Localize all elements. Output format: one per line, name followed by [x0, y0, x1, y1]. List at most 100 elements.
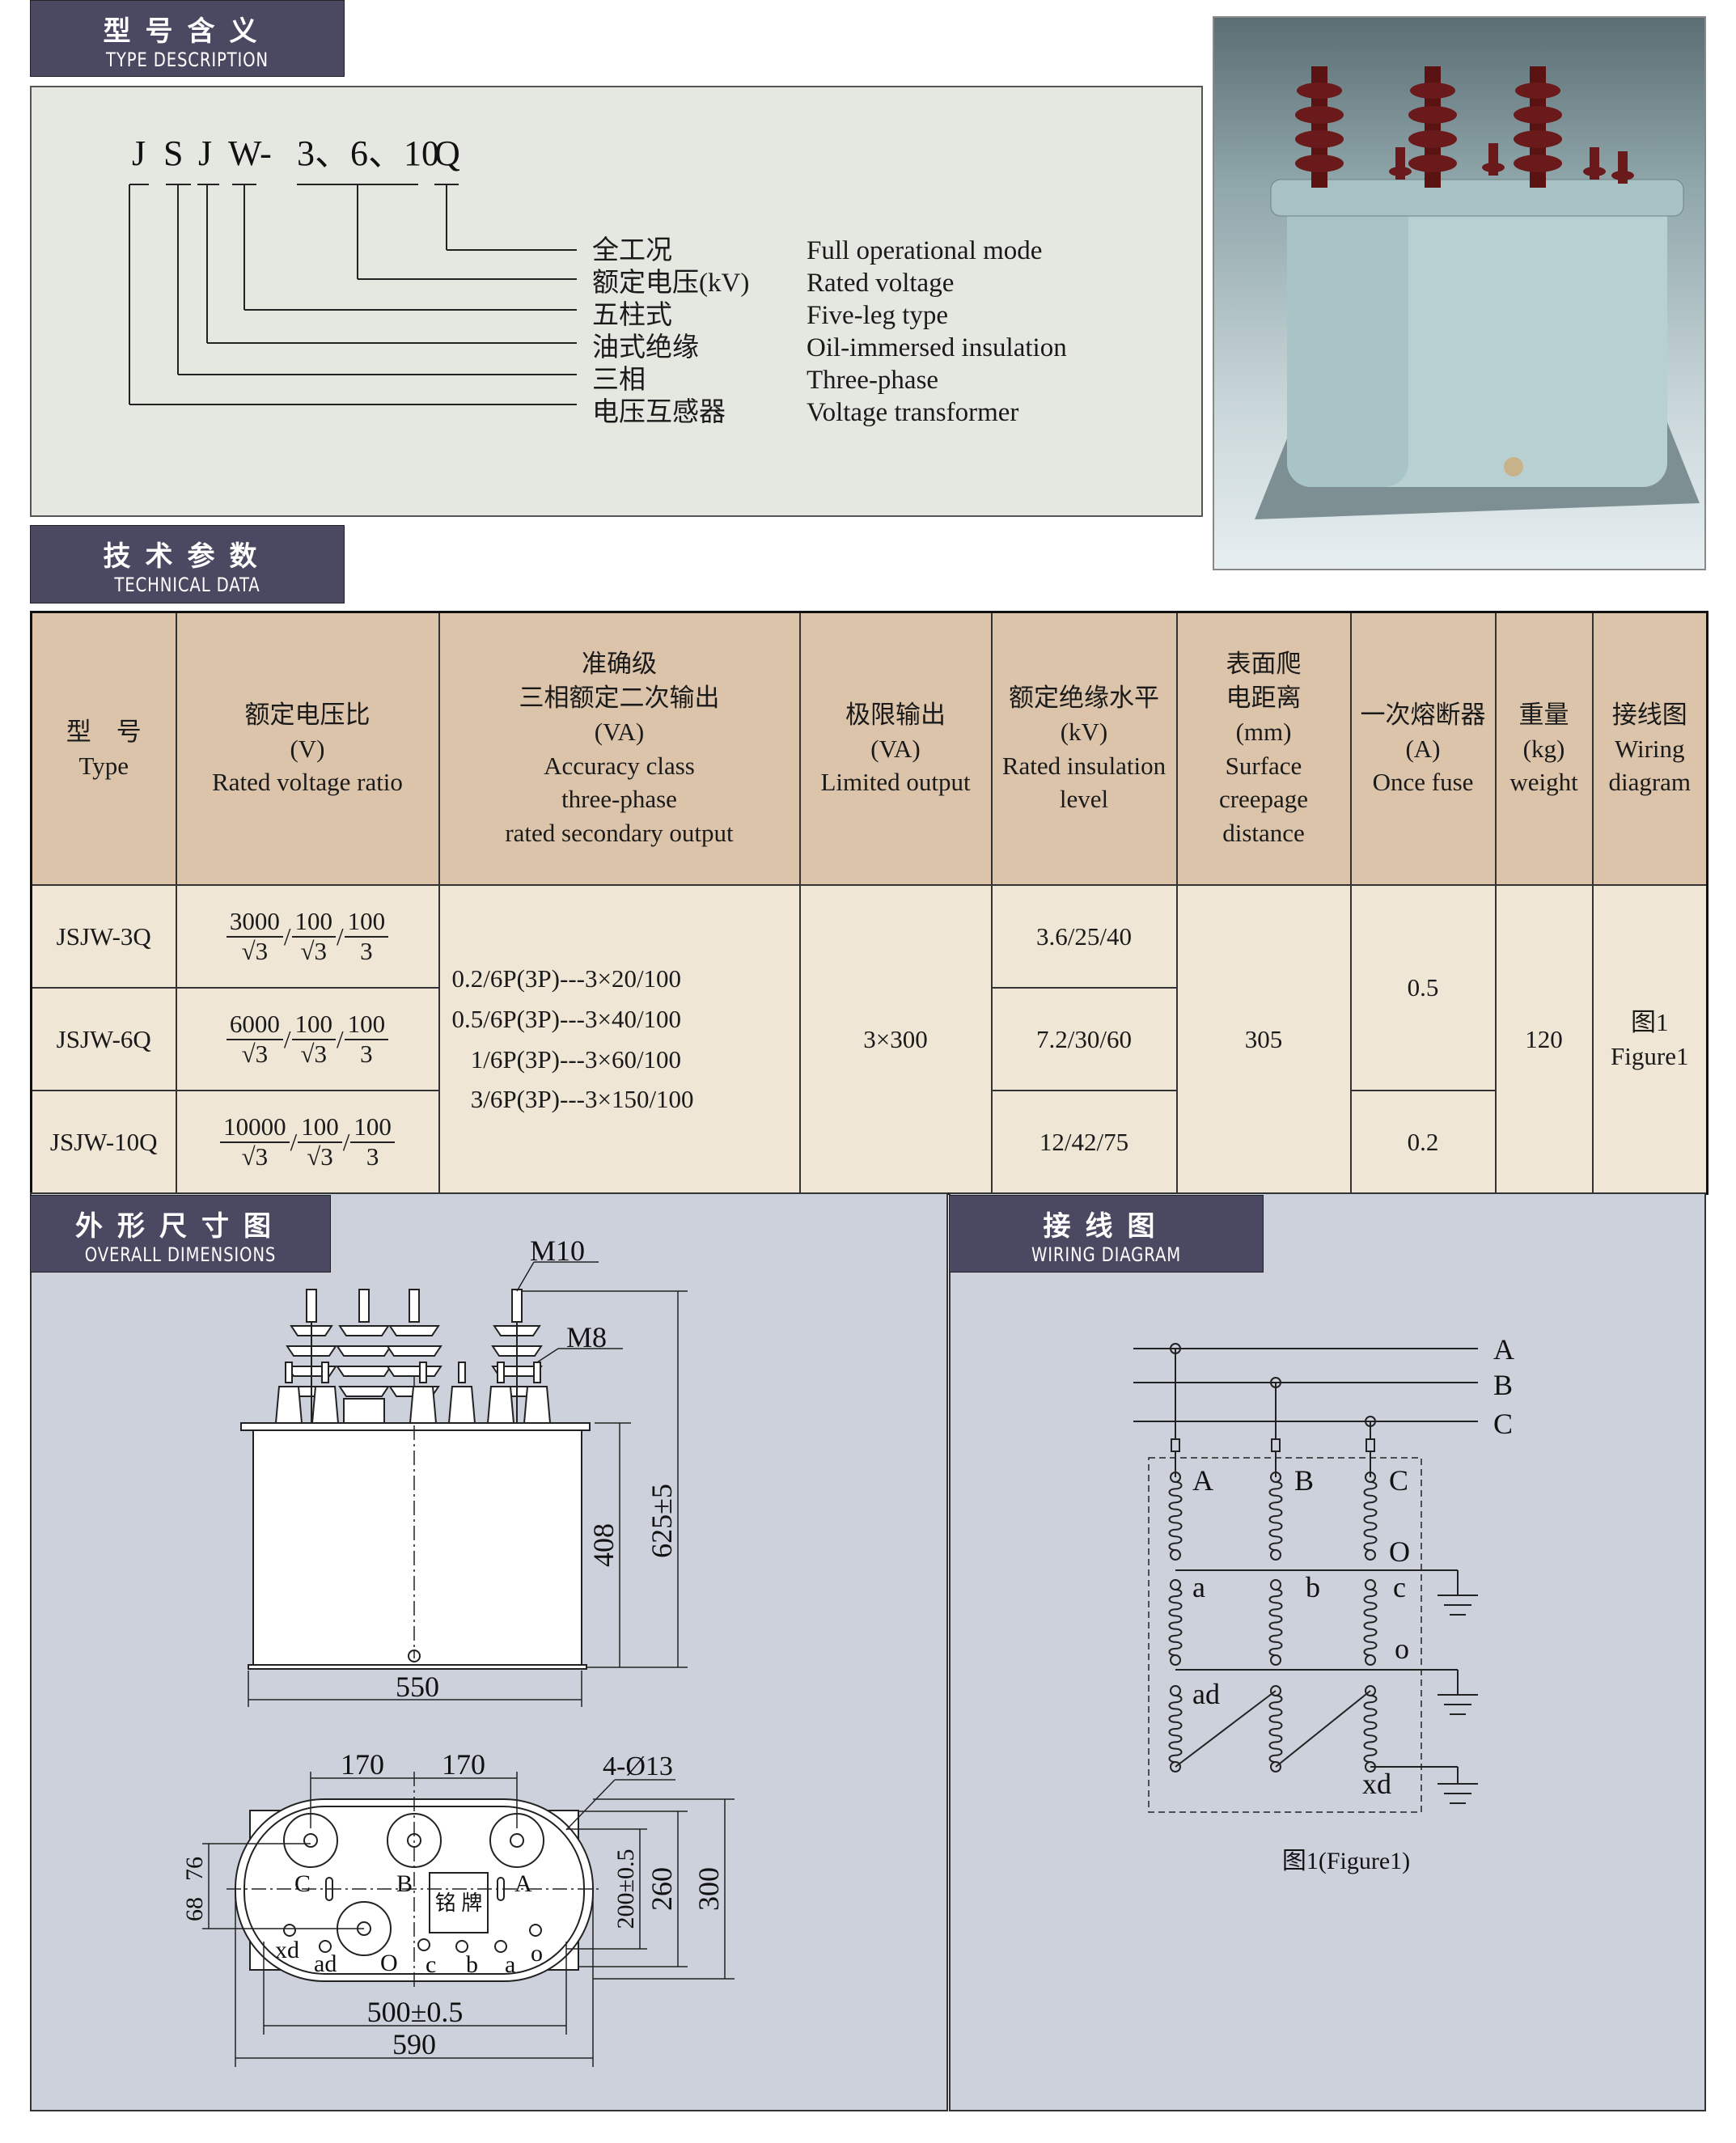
- dim-76: 76: [181, 1857, 208, 1881]
- code-letter-q: Q: [434, 133, 460, 173]
- terminal-node: [1170, 1579, 1181, 1590]
- dim-height-tank: 408: [587, 1523, 620, 1567]
- dim-300: 300: [692, 1867, 725, 1911]
- nameplate-label: 铭 牌: [435, 1891, 483, 1915]
- terminal-c: c: [426, 1951, 436, 1978]
- cell-type: JSJW-10Q: [30, 1090, 177, 1195]
- cell-creepage: 305: [1175, 884, 1352, 1195]
- cell-limited-output: 3×300: [798, 884, 993, 1195]
- meaning-zh-3: 油式绝缘: [592, 333, 699, 362]
- section-title-en: TYPE DESCRIPTION: [106, 49, 269, 71]
- terminal-o-upper: O: [380, 1950, 398, 1976]
- dim-68: 68: [181, 1897, 208, 1921]
- meaning-en-1: Rated voltage: [807, 269, 955, 298]
- bus-label-c: C: [1493, 1408, 1513, 1440]
- coil-winding: [1363, 1481, 1378, 1551]
- section-title-en: WIRING DIAGRAM: [1031, 1243, 1182, 1266]
- primary-label-o: O: [1389, 1535, 1410, 1568]
- bus-label-a: A: [1493, 1333, 1514, 1366]
- section-title-zh: 型号含义: [103, 15, 272, 48]
- coil-winding: [1168, 1695, 1183, 1763]
- terminal-node: [1270, 1654, 1281, 1666]
- wiring-diagram-header: 接线图 WIRING DIAGRAM: [949, 1195, 1264, 1273]
- cell-insulation: 12/42/75: [990, 1090, 1178, 1195]
- code-voltage: 3、6、10: [297, 133, 439, 173]
- section-title-en: TECHNICAL DATA: [114, 574, 260, 596]
- meaning-en-4: Three-phase: [807, 366, 939, 395]
- dim-260: 260: [646, 1867, 678, 1911]
- tertiary-label-ad: ad: [1192, 1678, 1220, 1710]
- section-title-en: OVERALL DIMENSIONS: [84, 1243, 277, 1266]
- meaning-zh-2: 五柱式: [592, 301, 672, 330]
- section-title-zh: 接线图: [1043, 1210, 1170, 1243]
- meaning-zh-1: 额定电压(kV): [592, 269, 750, 298]
- label-m10: M10: [530, 1235, 585, 1267]
- dim-590: 590: [392, 2028, 436, 2060]
- label-m8: M8: [566, 1321, 607, 1353]
- coil-winding: [1363, 1589, 1378, 1656]
- terminal-node: [1270, 1579, 1281, 1590]
- dim-200: 200±0.5: [612, 1849, 639, 1929]
- terminal-node: [1170, 1654, 1181, 1666]
- cell-insulation: 3.6/25/40: [990, 884, 1178, 989]
- cell-fuse: 0.5: [1349, 884, 1497, 1091]
- code-letter-j2: J: [198, 133, 212, 173]
- secondary-label-b: b: [1306, 1571, 1320, 1603]
- terminal-a: a: [505, 1951, 515, 1978]
- terminal-node: [1365, 1654, 1376, 1666]
- bus-label-b: B: [1493, 1369, 1513, 1401]
- figure-caption: 图1(Figure1): [1282, 1848, 1410, 1874]
- terminal-node: [1365, 1579, 1376, 1590]
- primary-label-a: A: [1192, 1464, 1213, 1497]
- coil-winding: [1168, 1481, 1183, 1551]
- dim-spacing-2: 170: [442, 1748, 485, 1781]
- primary-label-c: C: [1389, 1464, 1408, 1497]
- coil-winding: [1363, 1695, 1378, 1763]
- terminal-b: b: [466, 1951, 478, 1978]
- dim-height-total: 625±5: [646, 1484, 678, 1558]
- primary-label-b: B: [1294, 1464, 1314, 1497]
- dim-width-tank: 550: [396, 1671, 439, 1703]
- cell-type: JSJW-3Q: [30, 884, 177, 989]
- type-code-leader-lines: J S J W- 3、6、10 Q: [129, 133, 577, 405]
- header-weight: 重量(kg)weight: [1494, 611, 1594, 886]
- header-limited-output: 极限输出(VA)Limited output: [798, 611, 993, 886]
- coil-winding: [1268, 1481, 1283, 1551]
- section-title-zh: 技术参数: [103, 540, 272, 573]
- cell-insulation: 7.2/30/60: [990, 987, 1178, 1091]
- terminal-a-upper: A: [514, 1870, 532, 1897]
- type-description-panel: J S J W- 3、6、10 Q 全工况 Full operational m…: [30, 86, 1203, 517]
- terminal-node: [1270, 1549, 1281, 1561]
- dim-spacing-1: 170: [341, 1748, 384, 1781]
- meaning-en-5: Voltage transformer: [807, 398, 1019, 427]
- terminal-b-upper: B: [396, 1870, 413, 1897]
- code-letter-w: W-: [228, 133, 272, 173]
- cell-fuse: 0.2: [1349, 1090, 1497, 1195]
- header-ratio: 额定电压比(V)Rated voltage ratio: [175, 611, 440, 886]
- wiring-diagram: A B C A B C O a b c o ad xd 图1(Figure1): [1133, 1333, 1514, 1874]
- meaning-zh-4: 三相: [592, 366, 646, 395]
- header-fuse: 一次熔断器(A)Once fuse: [1349, 611, 1497, 886]
- type-description-header: 型号含义 TYPE DESCRIPTION: [30, 0, 345, 77]
- meaning-en-2: Five-leg type: [807, 301, 949, 330]
- terminal-xd: xd: [275, 1937, 299, 1963]
- meaning-en-3: Oil-immersed insulation: [807, 333, 1067, 362]
- coil-winding: [1168, 1589, 1183, 1656]
- cell-type: JSJW-6Q: [30, 987, 177, 1091]
- secondary-label-c: c: [1393, 1571, 1406, 1603]
- dim-500: 500±0.5: [367, 1996, 464, 2028]
- terminal-ad: ad: [314, 1950, 337, 1977]
- code-letter-j1: J: [132, 133, 146, 173]
- overall-dimensions-panel: M10 M8 625±5 408 550 170 170 4-Ø13 76 68…: [30, 1192, 948, 2111]
